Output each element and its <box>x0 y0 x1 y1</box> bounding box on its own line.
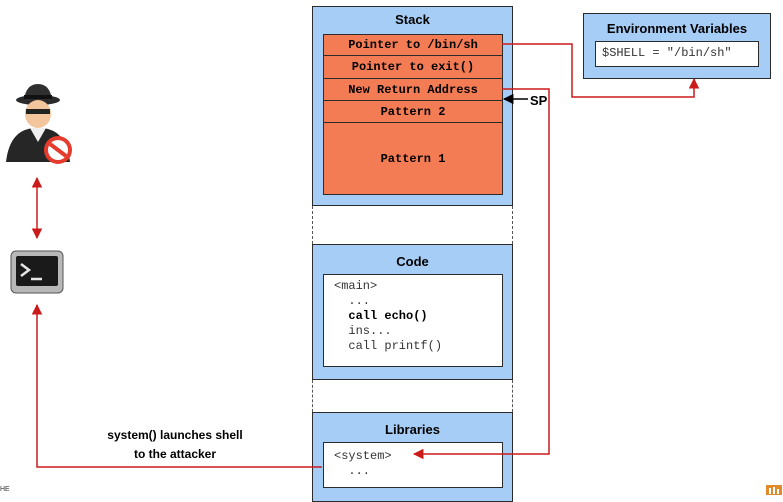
env-title: Environment Variables <box>606 21 748 36</box>
code-line: call printf() <box>334 339 443 353</box>
caption-line: system() launches shell <box>107 428 243 442</box>
stack-slot-pattern-1: Pattern 1 <box>323 123 503 195</box>
terminal-icon <box>10 250 64 294</box>
stack-slot-pattern-2: Pattern 2 <box>323 101 503 123</box>
code-line: <main> <box>334 279 378 293</box>
code-listing: <main> ... call echo() ins... call print… <box>323 274 503 367</box>
library-line-system: <system> <box>334 449 392 463</box>
dashed-divider <box>512 206 513 244</box>
dashed-divider <box>312 380 313 412</box>
code-panel: Code <main> ... call echo() ins... call … <box>312 244 513 380</box>
logo-icon <box>766 485 782 495</box>
stack-slot-return-address: New Return Address <box>323 79 503 101</box>
libraries-listing: <system> ... <box>323 442 503 488</box>
code-title: Code <box>396 254 429 269</box>
code-line: ... <box>334 294 371 308</box>
code-line: ins... <box>334 324 392 338</box>
attack-caption: system() launches shell to the attacker <box>70 426 280 464</box>
env-value: $SHELL = "/bin/sh" <box>595 41 759 67</box>
env-panel: Environment Variables $SHELL = "/bin/sh" <box>583 13 771 79</box>
stack-slot-binsh-pointer: Pointer to /bin/sh <box>323 34 503 56</box>
libraries-title: Libraries <box>385 422 440 437</box>
libraries-panel: Libraries <system> ... <box>312 412 513 502</box>
stack-slot-exit-pointer: Pointer to exit() <box>323 56 503 79</box>
dashed-divider <box>312 206 313 244</box>
dashed-divider <box>512 380 513 412</box>
attacker-icon <box>6 84 72 164</box>
code-line-call-echo: call echo() <box>334 309 428 323</box>
stack-pointer-label: SP <box>530 93 548 108</box>
footer-text: HE <box>0 486 10 493</box>
library-line: ... <box>334 464 371 478</box>
stack-title: Stack <box>395 12 430 27</box>
caption-line: to the attacker <box>133 447 217 461</box>
stack-panel: Stack Pointer to /bin/sh Pointer to exit… <box>312 6 513 206</box>
